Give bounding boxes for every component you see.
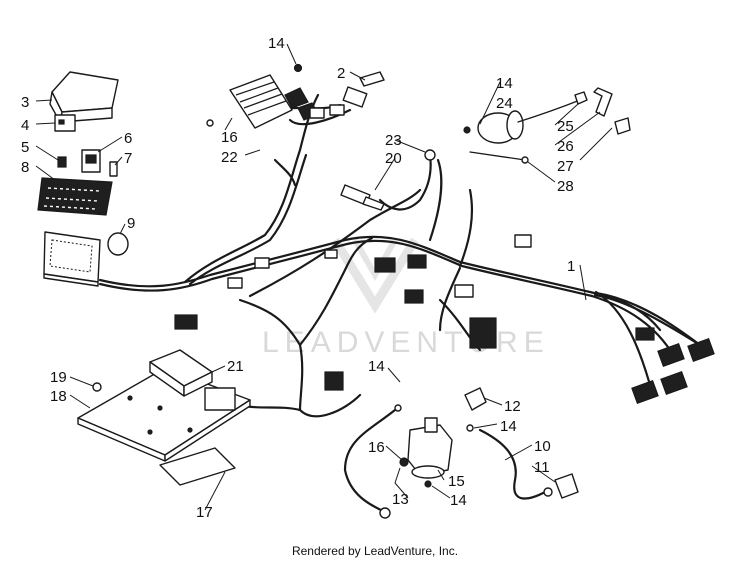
callout-25: 25 <box>557 118 574 135</box>
screw-22 <box>206 119 214 127</box>
callout-10: 10 <box>534 438 551 455</box>
callout-13: 13 <box>392 491 409 508</box>
speed-sensor <box>340 184 385 211</box>
harness-connectors-right <box>174 234 715 405</box>
callout-28: 28 <box>557 178 574 195</box>
callout-27: 27 <box>557 158 574 175</box>
callout-22: 22 <box>221 149 238 166</box>
callout-17: 17 <box>196 504 213 521</box>
screw-19 <box>92 382 102 392</box>
callout-14-right: 14 <box>500 418 517 435</box>
callout-24: 24 <box>496 95 513 112</box>
small-relay <box>54 114 76 132</box>
callout-2: 2 <box>337 65 345 82</box>
voltage-regulator <box>229 74 319 129</box>
ring-terminal-13 <box>379 507 391 519</box>
callout-19: 19 <box>50 369 67 386</box>
callout-14-top: 14 <box>268 35 285 52</box>
ring-terminal-23 <box>424 149 436 161</box>
fuse-blade <box>109 161 118 177</box>
nut-14-top <box>293 63 303 73</box>
callout-18: 18 <box>50 388 67 405</box>
callout-16-regulator: 16 <box>221 129 238 146</box>
fuse-block <box>43 231 101 287</box>
callout-21: 21 <box>227 358 244 375</box>
callout-4: 4 <box>21 117 29 134</box>
callout-9: 9 <box>127 215 135 232</box>
callout-15: 15 <box>448 473 465 490</box>
callout-26: 26 <box>557 138 574 155</box>
callout-3: 3 <box>21 94 29 111</box>
callout-7: 7 <box>124 150 132 167</box>
callout-6: 6 <box>124 130 132 147</box>
starter-solenoid <box>399 417 453 488</box>
nut-14-mid <box>394 404 402 412</box>
main-wiring-harness <box>98 93 702 514</box>
callout-11: 11 <box>534 459 550 476</box>
fuse-small <box>57 156 67 168</box>
fuse-panel <box>37 177 113 216</box>
relay <box>81 149 101 173</box>
terminal-boot <box>464 387 487 411</box>
callout-23: 23 <box>385 132 402 149</box>
callout-labels: 1 2 3 4 5 6 7 8 9 10 11 12 13 14 14 14 1… <box>21 35 575 521</box>
grommet-ring <box>107 232 129 256</box>
callout-20: 20 <box>385 150 402 167</box>
watermark-text: LEADVENTURE <box>262 326 550 359</box>
footer-credit: Rendered by LeadVenture, Inc. <box>291 544 459 558</box>
control-module <box>149 349 236 411</box>
callout-16-solenoid: 16 <box>368 439 385 456</box>
ignition-coil <box>463 87 631 164</box>
callout-14-bottom: 14 <box>450 492 467 509</box>
cable-terminal-boot <box>554 473 579 499</box>
callout-1: 1 <box>567 258 575 275</box>
insulation-pad <box>159 447 236 486</box>
callout-12: 12 <box>504 398 521 415</box>
ring-terminal-11 <box>543 487 553 497</box>
nut-14-right <box>466 424 474 432</box>
connector-plug <box>309 71 385 119</box>
callout-8: 8 <box>21 159 29 176</box>
callout-14-coil: 14 <box>496 75 513 92</box>
callout-5: 5 <box>21 139 29 156</box>
callout-leaders <box>35 43 613 511</box>
callout-14-mid: 14 <box>368 358 385 375</box>
